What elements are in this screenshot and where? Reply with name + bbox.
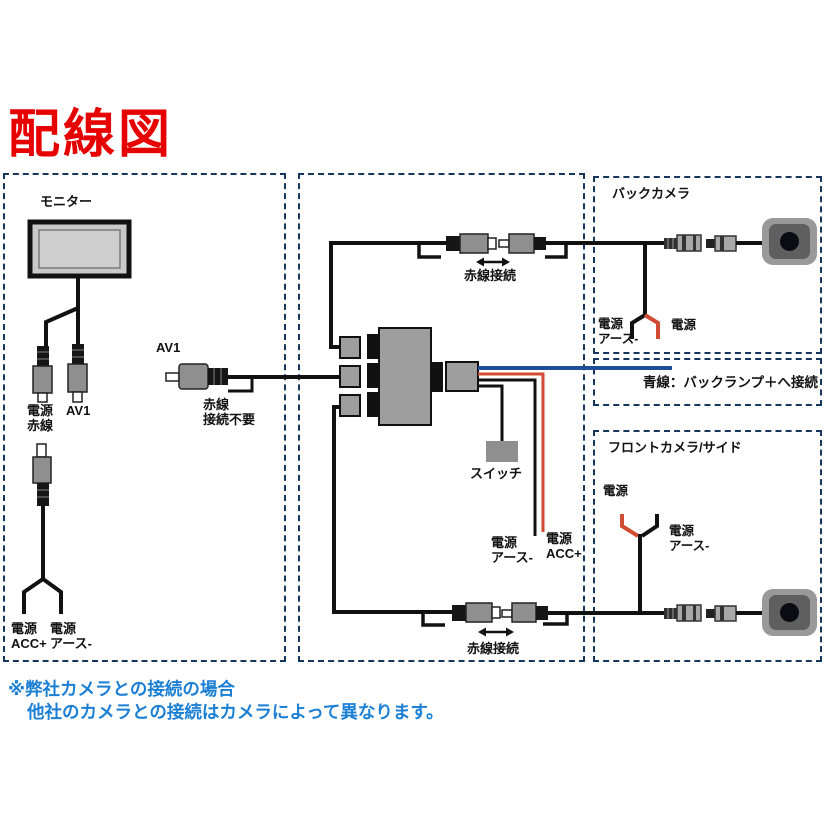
av1-rca-plug	[165, 363, 228, 390]
red-no-connect-label: 赤線 接続不要	[203, 397, 256, 428]
back-power-label: 電源	[671, 318, 697, 332]
switch-acc-label: 電源 ACC+	[546, 531, 582, 562]
top-connect-arrow	[476, 257, 510, 267]
bottom-red-stub-right	[543, 613, 569, 626]
back-camera-connector-female	[664, 234, 702, 252]
monitor-power-plug	[32, 346, 53, 403]
top-rca-female	[446, 233, 497, 254]
monitor-av1-plug	[67, 344, 88, 403]
front-gnd-label: 電源 アース-	[669, 524, 710, 553]
front-camera-connector-male	[706, 605, 737, 622]
switch-unit	[339, 327, 479, 426]
bottom-rca-male	[501, 602, 548, 623]
back-camera-section-box	[593, 176, 822, 354]
acc-lead-label: 電源 ACC+	[11, 621, 47, 652]
switch-button	[486, 441, 518, 462]
top-rca-male	[498, 233, 546, 254]
back-gnd-prong	[630, 313, 647, 339]
top-connect-label: 赤線接続	[464, 268, 517, 283]
blue-wire-note: 青線：バックランプ＋へ接続	[642, 375, 818, 390]
power-rca-plug	[32, 443, 52, 506]
top-red-stub-right	[545, 243, 568, 259]
switch-gnd-label: 電源 アース-	[491, 535, 533, 566]
acc-power-wire	[478, 372, 545, 532]
switch-label: スイッチ	[470, 466, 523, 481]
front-gnd-prong	[640, 514, 659, 538]
monitor-device	[27, 219, 132, 279]
back-gnd-label: 電源 アース-	[598, 317, 639, 346]
switch-section-box	[298, 173, 585, 662]
footer-note-line1: ※弊社カメラとの接続の場合	[8, 679, 235, 699]
monitor-section-box	[3, 173, 286, 662]
page-title: 配線図	[8, 106, 174, 164]
back-camera-connector-male	[706, 235, 737, 252]
front-camera-title: フロントカメラ/サイド	[608, 440, 742, 455]
front-camera-device	[762, 589, 817, 636]
ground-wire	[478, 378, 537, 536]
blue-wire-note-box	[593, 358, 822, 406]
power-plug-label: 電源 赤線	[27, 403, 54, 434]
back-camera-device	[762, 218, 817, 265]
bottom-connect-arrow	[478, 627, 514, 637]
front-camera-connector-female	[664, 604, 702, 622]
gnd-lead-wire	[41, 577, 63, 614]
av1-plug-label: AV1	[66, 403, 91, 418]
acc-lead-wire	[22, 577, 45, 614]
top-red-stub-left	[417, 243, 441, 259]
footer-note-line2: 他社のカメラとの接続はカメラによって異なります。	[27, 702, 444, 722]
bottom-red-stub-left	[421, 613, 445, 627]
front-power-label: 電源	[603, 484, 629, 498]
av1-red-stub	[228, 377, 254, 393]
gnd-lead-label: 電源 アース-	[50, 621, 92, 652]
monitor-label: モニター	[40, 194, 93, 209]
back-power-prong	[643, 313, 660, 339]
bottom-rca-female	[452, 602, 501, 623]
input3-wire	[332, 405, 452, 614]
front-camera-section-box	[593, 430, 822, 662]
switch-wire	[478, 384, 504, 441]
front-power-prong	[620, 514, 640, 538]
bottom-connect-label: 赤線接続	[467, 641, 520, 656]
av1-label: AV1	[156, 340, 181, 355]
monitor-cable-branch	[44, 306, 79, 346]
back-camera-title: バックカメラ	[612, 186, 691, 201]
input1-wire	[329, 241, 446, 349]
